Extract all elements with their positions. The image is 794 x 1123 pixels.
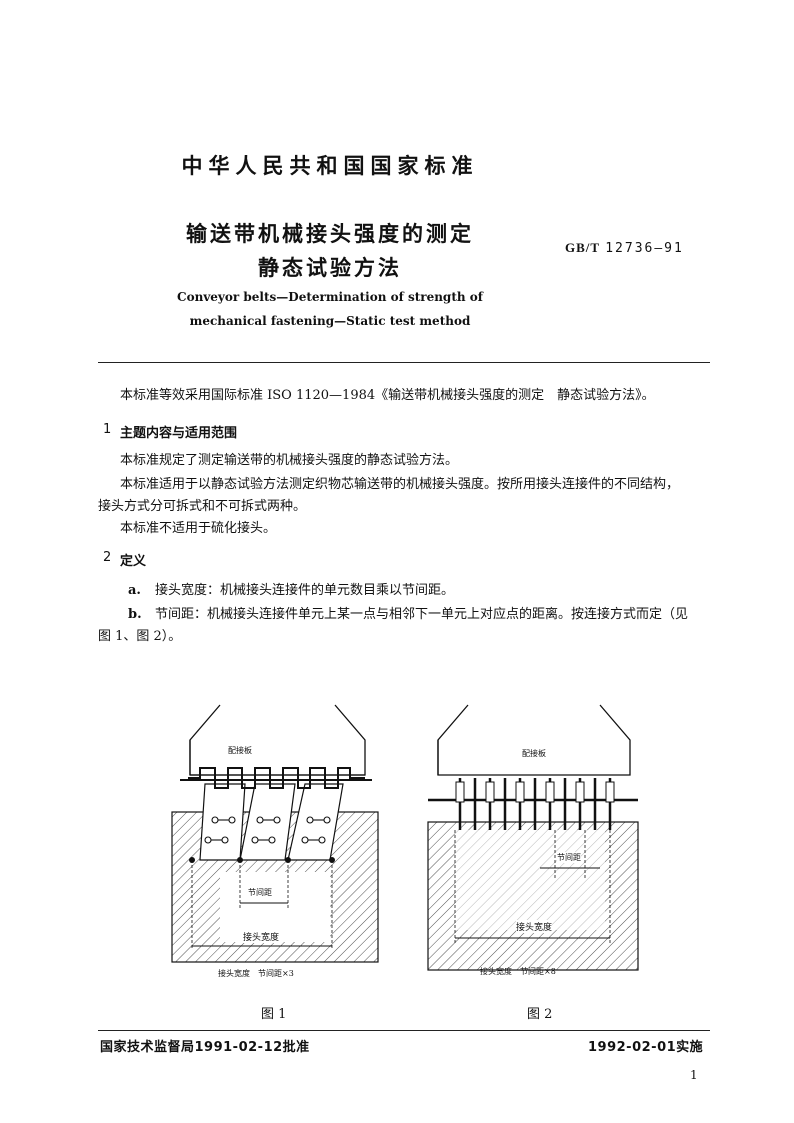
section1-para3: 本标准不适用于硫化接头。 — [120, 521, 277, 536]
definition-b-text-line1: 节间距：机械接头连接件单元上某一点与相邻下一单元上对应点的距离。按连接方式而定（… — [155, 607, 689, 622]
section1-para2-line2: 接头方式分可拆式和不可拆式两种。 — [98, 499, 307, 514]
figure2-diagram — [427, 704, 639, 971]
standard-prefix: GB/T — [565, 240, 601, 255]
figure1-plate-label: 配接板 — [228, 746, 252, 755]
definition-b-text-line2: 图 1、图 2）。 — [98, 629, 182, 644]
fastener-zigzag — [188, 767, 365, 789]
section1-para1: 本标准规定了测定输送带的机械接头强度的静态试验方法。 — [120, 453, 459, 468]
document-subtitle: 静态试验方法 — [258, 255, 402, 280]
figure2-pitch-label: 节间距 — [557, 852, 581, 863]
effective-date: 1992-02-01实施 — [588, 1040, 704, 1055]
figure1-width-label: 接头宽度 — [243, 930, 280, 943]
figure1-caption: 图 1 — [261, 1007, 287, 1022]
figure2-width-label: 接头宽度 — [516, 920, 553, 933]
section1-title: 主题内容与适用范围 — [120, 426, 238, 441]
document-title: 输送带机械接头强度的测定 — [186, 221, 474, 246]
figure1-formula: 接头宽度 节间距×3 — [218, 969, 294, 978]
definition-b-label: b. — [128, 607, 142, 622]
section2-number: 2 — [103, 550, 112, 565]
figure2-caption: 图 2 — [527, 1007, 553, 1022]
definition-a-text: 接头宽度：机械接头连接件的单元数目乘以节间距。 — [155, 583, 455, 598]
figure2-plate-label: 配接板 — [522, 749, 546, 758]
footer-divider — [98, 1030, 710, 1031]
section1-number: 1 — [103, 422, 112, 437]
figure1-pitch-label: 节间距 — [248, 887, 272, 898]
header-divider — [98, 362, 710, 363]
standard-code: 12736—91 — [605, 241, 684, 256]
figure2-formula: 接头宽度 节间距×8 — [480, 967, 556, 976]
page-number: 1 — [690, 1068, 698, 1082]
definition-a-label: a. — [128, 583, 141, 598]
section2-title: 定义 — [120, 554, 147, 569]
approval-date: 国家技术监督局1991-02-12批准 — [100, 1040, 310, 1055]
plate-outline — [437, 704, 469, 775]
figure1-diagram — [171, 704, 379, 963]
document-org-title: 中华人民共和国国家标准 — [181, 153, 479, 178]
english-title-line1: Conveyor belts—Determination of strength… — [177, 290, 483, 304]
english-title-line2: mechanical fastening—Static test method — [189, 314, 471, 328]
section1-para2-line1: 本标准适用于以静态试验方法测定织物芯输送带的机械接头强度。按所用接头连接件的不同… — [120, 477, 680, 492]
plate-outline — [189, 704, 221, 775]
standard-number: GB/T 12736—91 — [565, 240, 684, 256]
intro-paragraph: 本标准等效采用国际标准 ISO 1120—1984《输送带机械接头强度的测定 静… — [120, 388, 655, 403]
